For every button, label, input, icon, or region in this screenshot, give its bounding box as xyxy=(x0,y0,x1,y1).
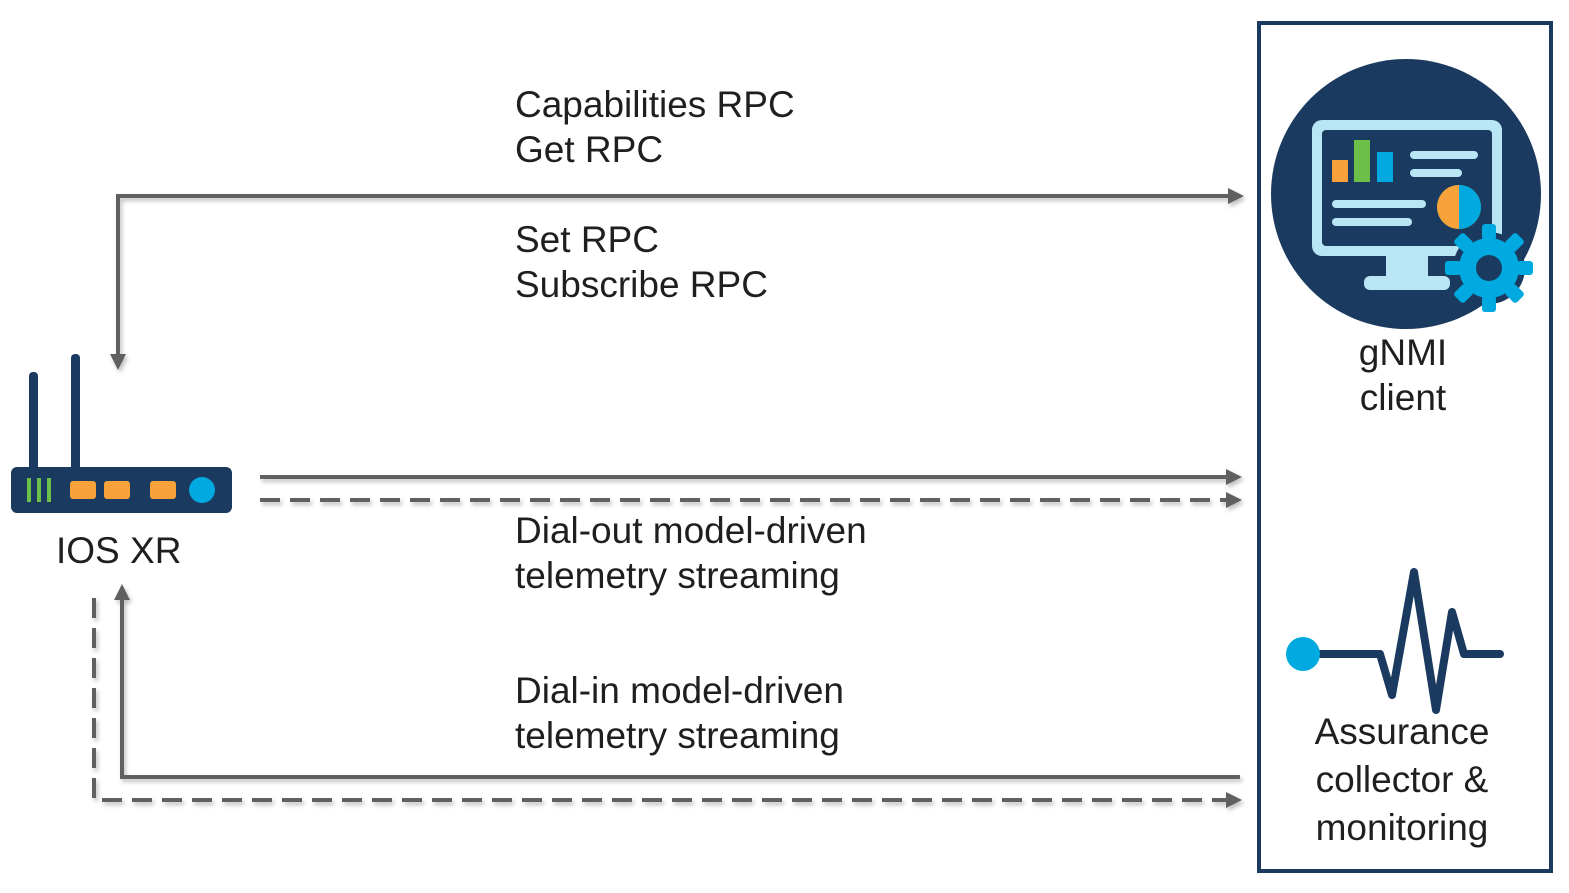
assurance-line1: Assurance xyxy=(1314,711,1490,752)
rpc-get-text: Get RPC xyxy=(515,129,664,170)
rpc-arrowhead-down xyxy=(110,354,126,370)
rpc-set-text: Set RPC xyxy=(515,219,659,260)
rpc-top-label: Capabilities RPC Get RPC xyxy=(515,82,795,172)
dial-out-label: Dial-out model-driven telemetry streamin… xyxy=(515,508,867,598)
monitor-dashboard-gear-icon xyxy=(1271,59,1541,329)
gnmi-line2: client xyxy=(1359,377,1447,418)
dial-in-line1: Dial-in model-driven xyxy=(515,670,845,711)
dial-out-line2: telemetry streaming xyxy=(515,555,840,596)
router-label: IOS XR xyxy=(56,530,182,571)
pulse-waveform-icon xyxy=(1286,568,1504,714)
dial-out-line1: Dial-out model-driven xyxy=(515,510,867,551)
dial-in-arrows xyxy=(92,584,1242,808)
assurance-line3: monitoring xyxy=(1315,807,1489,848)
assurance-label: Assurance collector & monitoring xyxy=(1282,708,1522,852)
router-icon xyxy=(11,354,232,513)
endpoint-panel xyxy=(1257,21,1553,873)
rpc-arrowhead-right xyxy=(1228,188,1244,204)
dial-in-line2: telemetry streaming xyxy=(515,715,840,756)
rpc-subscribe-text: Subscribe RPC xyxy=(515,264,768,305)
assurance-line2: collector & xyxy=(1315,759,1489,800)
gnmi-client-label: gNMI client xyxy=(1303,330,1503,420)
dial-in-label: Dial-in model-driven telemetry streaming xyxy=(515,668,844,758)
rpc-arrow xyxy=(110,188,1244,370)
rpc-bottom-label: Set RPC Subscribe RPC xyxy=(515,217,768,307)
gnmi-line1: gNMI xyxy=(1358,332,1448,373)
dial-out-arrows xyxy=(260,469,1242,508)
rpc-capabilities-text: Capabilities RPC xyxy=(515,84,795,125)
